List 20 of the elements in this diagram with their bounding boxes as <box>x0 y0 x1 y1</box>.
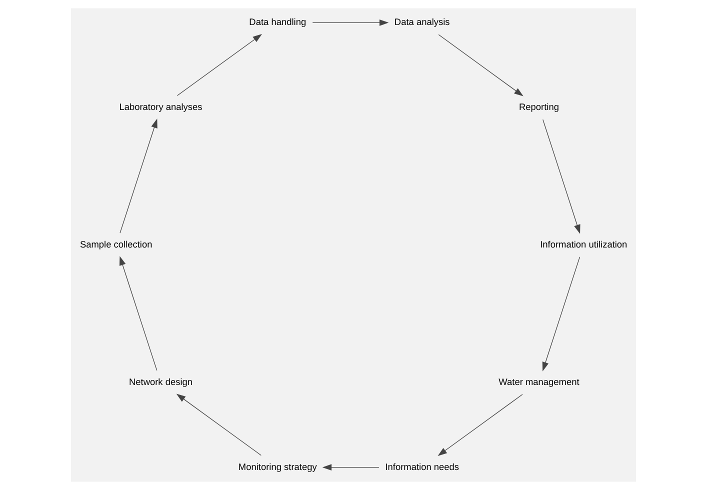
arrow <box>312 19 388 26</box>
node-text: Water management <box>498 376 579 387</box>
arrow <box>437 394 522 456</box>
arrow <box>119 256 157 371</box>
node-text: Information utilization <box>540 239 627 250</box>
node-text: Reporting <box>518 102 558 112</box>
arrow <box>322 464 379 471</box>
node-text: Monitoring strategy <box>238 462 316 472</box>
arrow <box>176 394 261 456</box>
node-text: Information needs <box>384 462 459 472</box>
arrow <box>438 34 523 96</box>
node-text: Laboratory analyses <box>118 102 202 112</box>
node-text: Network design <box>128 376 192 387</box>
arrow <box>176 34 262 96</box>
node-text: Sample collection <box>79 239 152 250</box>
node-text: Data analysis <box>394 17 450 28</box>
arrow <box>542 119 580 234</box>
arrow <box>542 256 580 372</box>
arrow <box>119 118 157 234</box>
node-text: Data handling <box>248 17 306 28</box>
